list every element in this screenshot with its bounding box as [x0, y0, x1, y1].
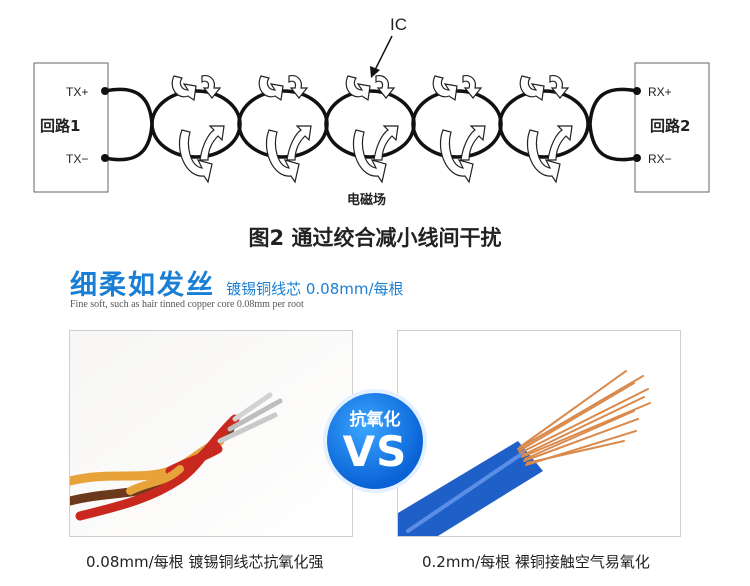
rx-plus-label: RX+	[648, 85, 672, 99]
rx-minus-label: RX−	[648, 152, 672, 166]
bare-copper-photo	[397, 330, 681, 537]
vs-badge: 抗氧化 VS	[327, 393, 423, 489]
tinned-wire-photo	[69, 330, 353, 537]
vs-badge-top: 抗氧化	[349, 410, 401, 430]
circuit-box-left	[33, 62, 109, 193]
twisted-pair-diagram: TX+ 回路1 TX− RX+ 回路2 RX−	[33, 15, 710, 208]
field-arrows	[171, 75, 573, 184]
circuit-1-label: 回路1	[40, 117, 80, 135]
bare-copper-illustration	[398, 331, 680, 536]
left-photo-caption: 0.08mm/每根 镀锡铜线芯抗氧化强	[86, 553, 324, 571]
circuit-box-right	[634, 62, 710, 193]
ic-pointer-arrow	[370, 35, 393, 78]
right-photo-caption: 0.2mm/每根 裸铜接触空气易氧化	[422, 553, 650, 571]
field-label: 电磁场	[347, 192, 386, 208]
headline-title: 细柔如发丝	[70, 270, 215, 301]
vs-badge-main: VS	[342, 427, 408, 476]
circuit-2-label: 回路2	[650, 117, 690, 135]
headline-subtitle: 镀锡铜线芯 0.08mm/每根	[226, 280, 404, 298]
tinned-wire-illustration	[70, 331, 352, 536]
tx-plus-label: TX+	[66, 85, 88, 99]
tx-minus-label: TX−	[66, 152, 88, 166]
headline-english: Fine soft, such as hair tinned copper co…	[70, 299, 304, 310]
ic-label: IC	[390, 15, 407, 34]
twisted-wires	[104, 87, 638, 162]
headline: 细柔如发丝 镀锡铜线芯 0.08mm/每根	[70, 263, 404, 302]
figure-caption: 图2 通过绞合减小线间干扰	[248, 226, 502, 250]
